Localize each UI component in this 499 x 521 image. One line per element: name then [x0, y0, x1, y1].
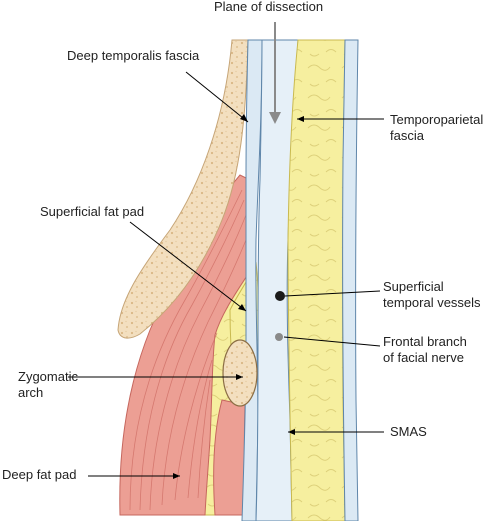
superficial-temporal-vessels-dot	[275, 291, 285, 301]
label-deep-temporalis-fascia: Deep temporalis fascia	[67, 48, 200, 63]
masseter-muscle	[213, 399, 247, 516]
arrowhead-deep-fat-pad	[173, 473, 180, 479]
subcutaneous-fat	[287, 39, 346, 521]
label-smas: SMAS	[390, 424, 427, 439]
leader-arrowheads	[173, 114, 304, 479]
leader-deep-temporalis-fascia	[185, 71, 249, 123]
arrowhead-smas	[288, 429, 295, 435]
label-superficial-fat-pad: Superficial fat pad	[40, 204, 145, 219]
zygomatic-arch-bone	[222, 339, 258, 407]
label-frontal-branch: Frontal branch of facial nerve	[383, 334, 467, 365]
frontal-branch-nerve-dot	[275, 333, 283, 341]
cranium-bone	[117, 39, 249, 339]
arrowhead-zygomatic-arch	[236, 374, 243, 380]
leader-superficial-fat-pad	[129, 221, 247, 312]
label-temporoparietal-fascia: Temporoparietal fascia	[390, 112, 484, 143]
label-plane-of-dissection: Plane of dissection	[214, 0, 324, 14]
muscle-fibers	[129, 189, 249, 511]
arrowhead-superficial-fat-pad	[238, 304, 246, 311]
label-zygomatic-arch: Zygomatic arch	[18, 369, 78, 400]
arrowhead-temporoparietal-fascia	[297, 116, 304, 122]
arrowhead-deep-temporalis-fascia	[240, 114, 248, 122]
dissection-arrow-head	[269, 112, 281, 124]
leader-lines	[68, 71, 384, 477]
leader-frontal-branch	[283, 336, 381, 347]
skin-layer	[342, 39, 359, 521]
leader-superficial-temporal-vessels	[284, 290, 381, 297]
label-deep-fat-pad: Deep fat pad	[2, 467, 77, 482]
label-superficial-temporal-vessels: Superficial temporal vessels	[383, 279, 481, 310]
